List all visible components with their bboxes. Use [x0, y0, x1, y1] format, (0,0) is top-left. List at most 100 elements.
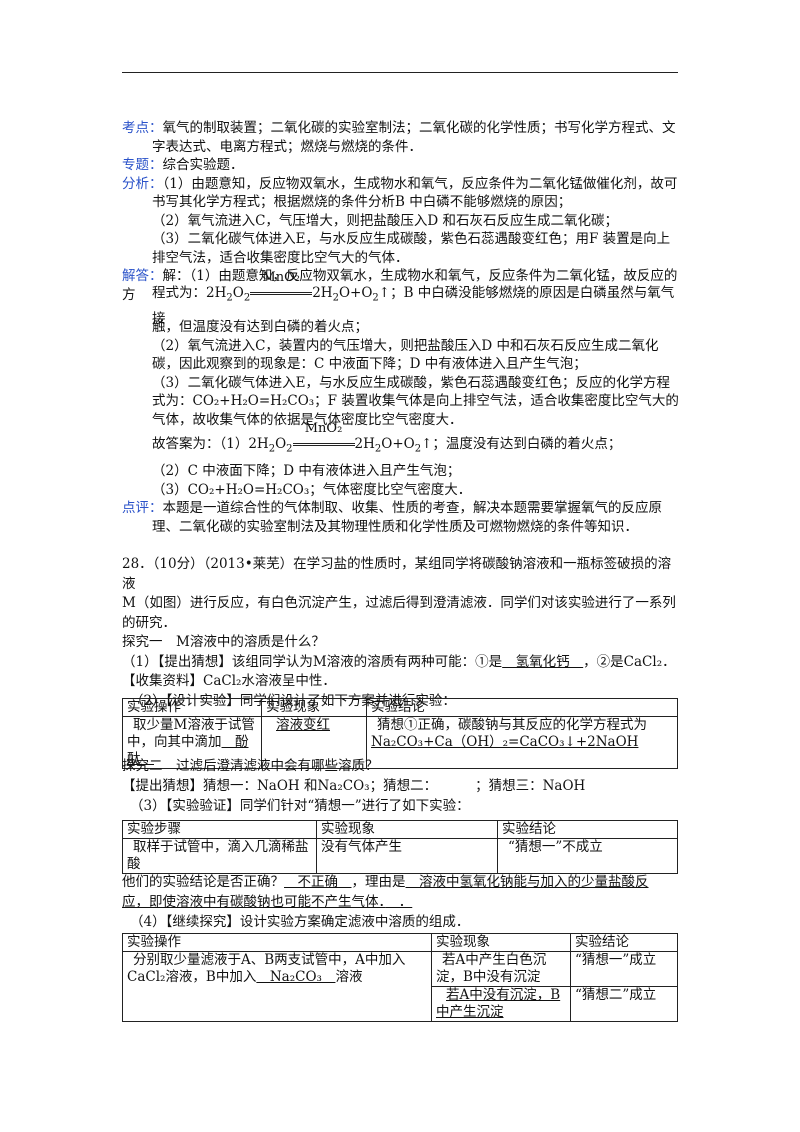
t3-r1c3: “猜想一”成立 — [570, 951, 678, 987]
t1-c1: 取少量M溶液于试管中，向其中滴加 酚酞 — [122, 716, 262, 769]
table-2: 实验步骤 实验现象 实验结论 取样于试管中，滴入几滴稀盐酸 没有气体产生 “猜想… — [122, 820, 678, 874]
header-rule — [122, 72, 678, 73]
dianping-text: 本题是一道综合性的气体制取、收集、性质的考查，解决本题需要掌握氧气的反应原 — [162, 500, 663, 516]
t2-h1: 实验步骤 — [122, 820, 317, 839]
t1-c1a: 取少量M溶液于试管 — [133, 717, 255, 733]
t3-h1: 实验操作 — [122, 933, 432, 952]
collect-info: 【收集资料】CaCl₂水溶液呈中性． — [122, 673, 336, 689]
t2-c1b: 酸 — [127, 856, 141, 872]
jieda-text-8: 气体，故收集气体的依据是气体密度比空气密度大． — [152, 411, 463, 428]
kaodian-text: 氧气的制取装置；二氧化碳的实验室制法；二氧化碳的化学性质；书写化学方程式、文 — [162, 120, 676, 136]
conclusion-reason: 应，即使溶液中有碳酸钠也可能不产生气体． ． — [122, 892, 680, 912]
answer-blank-5: 不正确 — [284, 874, 352, 890]
jieda-text-5: 碳，因此观察到的现象是：C 中液面下降；D 中有液体进入且产生气泡； — [152, 356, 587, 372]
answer-blank-4: ​ — [437, 776, 475, 796]
t3-r1c2a: 若A中产生白色沉 — [442, 952, 547, 968]
answer-blank-7: Na₂CO₃ — [256, 969, 336, 985]
t3-c1c: 溶液 — [335, 969, 363, 985]
t1-h1: 实验操作 — [122, 698, 262, 717]
kaodian-section: 考点：氧气的制取装置；二氧化碳的实验室制法；二氧化碳的化学性质；书写化学方程式、… — [122, 119, 680, 304]
answer-3: （3）CO₂+H₂O=H₂CO₃；气体密度比空气密度大． — [152, 481, 472, 498]
ans-o2: O+O — [381, 436, 415, 452]
q28-line-1: 28．（10分）（2013•莱芜）在学习盐的性质时，某组同学将碳酸钠溶液和一瓶标… — [122, 556, 672, 592]
t3-r1c2: 若A中产生白色沉淀，B中没有沉淀 — [431, 951, 571, 987]
q28-guess: （1）【提出猜想】该组同学认为M溶液的溶质有两种可能：①是 氢氧化钙 ，②是Ca… — [122, 653, 680, 673]
t2-h3: 实验结论 — [497, 820, 678, 839]
mno2-label-2: MnO₂ — [304, 421, 343, 436]
eq-part-d: ↑；B 中白磷没能够燃烧的原因是白磷虽然与氧气接 — [152, 285, 675, 327]
conclusion-question: 他们的实验结论是否正确？ 不正确 ，理由是 溶液中氢氧化钠能与加入的少量盐酸反 — [122, 872, 680, 892]
table-3-header: 实验操作 实验现象 实验结论 — [122, 933, 678, 952]
jieda-text: 解：（1）由题意知，反应物双氧水，生成物水和氧气，反应条件为二氧化锰，故反应的方 — [122, 268, 678, 303]
kaodian-label: 考点： — [122, 120, 163, 136]
q28-line-3: 的研究． — [122, 614, 176, 631]
guess-2-b: ；猜想三：NaOH — [475, 778, 586, 794]
guess-2: 【提出猜想】猜想一：NaOH 和Na₂CO₃；猜想二：​；猜想三：NaOH — [122, 776, 680, 796]
continue-explore: （4）【继续探究】设计实验方案确定滤液中溶质的组成． — [130, 914, 470, 930]
t3-h3: 实验结论 — [570, 933, 678, 952]
t3-r2c2b: 中产生沉淀 — [436, 1004, 504, 1020]
ans-h2o: 2H — [354, 436, 375, 452]
fenxi-text: （1）由题意知，反应物双氧水，生成物水和氧气，反应条件为二氧化锰做催化剂，故可 — [162, 175, 678, 192]
t1-h3: 实验结论 — [366, 698, 678, 717]
table-2-row: 取样于试管中，滴入几滴稀盐酸 没有气体产生 “猜想一”不成立 — [122, 838, 678, 874]
answer-blank-3: Na₂CO₃+Ca（OH）₂=CaCO₃↓+2NaOH — [371, 734, 639, 750]
t1-c2-text: 溶液变红 — [276, 717, 330, 733]
t3-h2: 实验现象 — [431, 933, 571, 952]
table-1: 实验操作 实验现象 实验结论 取少量M溶液于试管中，向其中滴加 酚酞 溶液变红 … — [122, 698, 678, 769]
t3-r2c2a: 若A中没有沉淀，B — [446, 987, 561, 1003]
fenxi-text-3: （2）氧气流进入C，气压增大，则把盐酸压入D 和石灰石反应生成二氧化碳； — [152, 212, 619, 229]
dianping-text-2: 理、二氧化碳的实验室制法及其物理性质和化学性质及可燃物燃烧的条件等知识． — [152, 518, 638, 535]
t3-r1c2b: 淀，B中没有沉淀 — [436, 969, 541, 985]
zhuanti-text: 综合实验题． — [162, 157, 244, 173]
t1-c1b: 中，向其中滴加 — [127, 734, 222, 750]
t3-c1b: CaCl₂溶液，B中加入 — [127, 969, 257, 985]
eq-part-c: O+O — [338, 285, 373, 301]
fenxi-label: 分析： — [122, 175, 163, 192]
table-1-header: 实验操作 实验现象 实验结论 — [122, 698, 678, 717]
q1end: ． — [385, 894, 413, 910]
q1b: ，理由是 — [351, 874, 406, 890]
answer-blank-6b: 应，即使溶液中有碳酸钠也可能不产生气体． — [122, 894, 386, 910]
answer-blank-2: 酚酞 — [127, 734, 249, 767]
t2-c1a: 取样于试管中，滴入几滴稀盐 — [133, 839, 309, 855]
eq-part-b: 2H — [312, 285, 333, 301]
jieda-text-6: （3）二氧化碳气体进入E，与水反应生成碳酸，紫色石蕊遇酸变红色；反应的化学方程 — [152, 374, 670, 391]
t3-c1a: 分别取少量滤液于A、B两支试管中，A中加入 — [133, 952, 406, 968]
zhuanti-label: 专题： — [122, 157, 163, 173]
t2-c3: “猜想一”不成立 — [497, 838, 678, 874]
t1-c2: 溶液变红 — [261, 716, 367, 769]
t2-c2: 没有气体产生 — [316, 838, 498, 874]
tanjiu-2-title: 探究二 过滤后澄清滤液中会有哪些溶质？ — [122, 758, 379, 774]
fenxi-text-5: 排空气法，适合收集密度比空气大的气体． — [152, 249, 409, 266]
dianping-label: 点评： — [122, 500, 163, 516]
mno2-arrow-2: MnO₂ — [292, 421, 355, 454]
fenxi-text-4: （3）二氧化碳气体进入E，与水反应生成碳酸，紫色石蕊遇酸变红色；用F 装置是向上 — [152, 231, 671, 247]
mno2-label: MnO₂ — [262, 270, 300, 285]
ans-label: 故答案为：（1）2H — [152, 436, 269, 452]
jieda-body: 触，但温度没有达到白磷的着火点； （2）氧气流进入C，装置内的气压增大，则把盐酸… — [122, 318, 680, 429]
jieda-text-7: 式为：CO₂+H₂O=H₂CO₃；F 装置收集气体是向上排空气法，适合收集密度比… — [152, 393, 679, 409]
question-28: 28．（10分）（2013•莱芜）在学习盐的性质时，某组同学将碳酸钠溶液和一瓶标… — [122, 555, 680, 711]
jieda-label: 解答： — [122, 268, 163, 284]
tanjiu-1-title: 探究一 M溶液中的溶质是什么？ — [122, 634, 325, 650]
guess-text: （1）【提出猜想】该组同学认为M溶液的溶质有两种可能：①是 — [122, 653, 503, 670]
t1-c3a: 猜想①正确，碳酸钠与其反应的化学方程式为 — [377, 717, 647, 733]
guess-2-a: 【提出猜想】猜想一：NaOH 和Na₂CO₃；猜想二： — [122, 778, 438, 794]
kaodian-text-2: 字表达式、电离方程式；燃烧与燃烧的条件． — [152, 138, 422, 155]
t3-r2c3: “猜想二”成立 — [570, 986, 678, 1022]
mno2-arrow: MnO₂ — [250, 270, 313, 303]
fenxi-text-2: 书写其化学方程式；根据燃烧的条件分析B 中白磷不能够燃烧的原因； — [152, 194, 572, 210]
t2-c1: 取样于试管中，滴入几滴稀盐酸 — [122, 838, 317, 874]
t2-c3-text: “猜想一”不成立 — [508, 839, 603, 855]
q28-line-2: M（如图）进行反应，有白色沉淀产生，过滤后得到澄清滤液．同学们对该实验进行了一系… — [122, 595, 676, 611]
answer-blank-1: 氢氧化钙 — [502, 653, 584, 670]
table-2-header: 实验步骤 实验现象 实验结论 — [122, 820, 678, 839]
